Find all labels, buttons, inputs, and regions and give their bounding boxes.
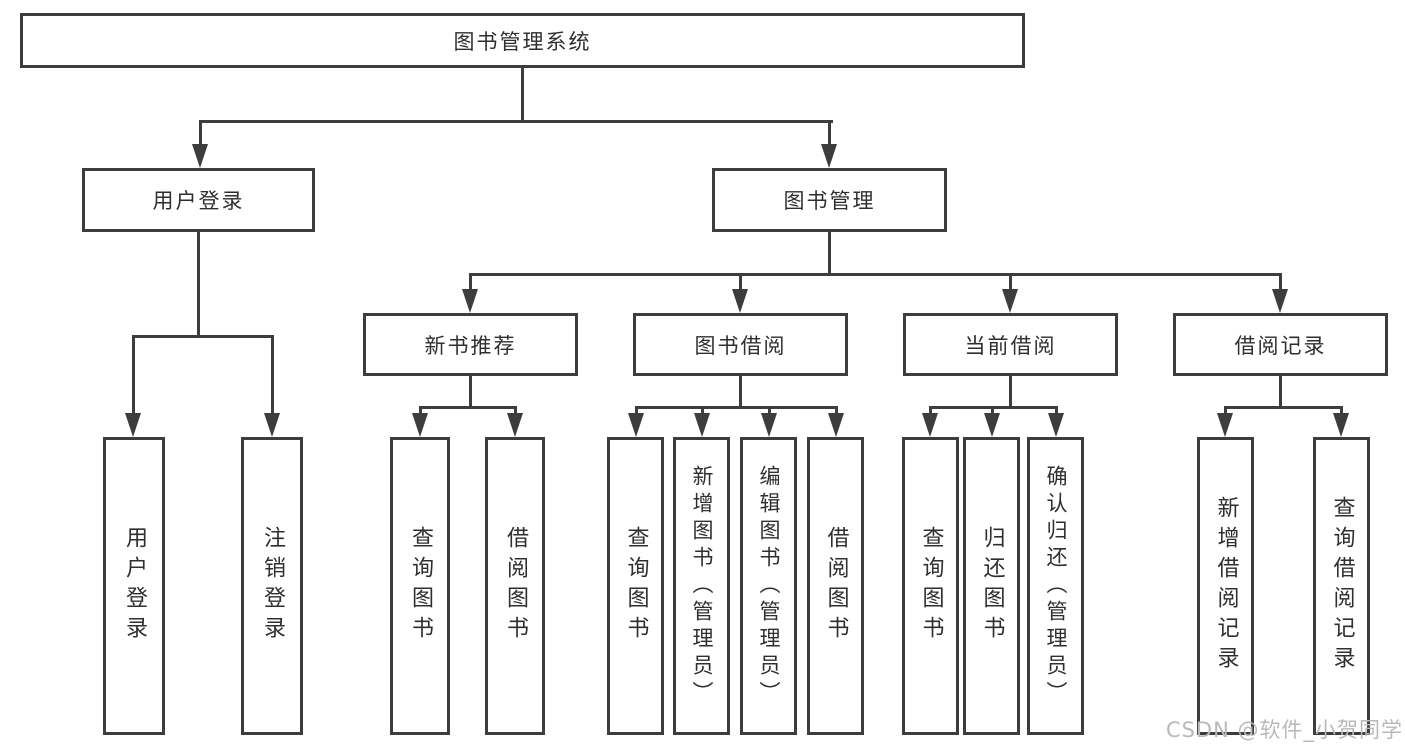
connector-line — [739, 273, 742, 293]
node-search-books-borrowing: 查询图书 — [607, 437, 664, 735]
connector-line — [635, 406, 838, 409]
connector-line — [635, 406, 638, 416]
connector-line — [835, 406, 838, 416]
connector-line — [514, 406, 517, 416]
arrow-down-icon — [1002, 289, 1018, 313]
connector-line — [199, 120, 202, 146]
arrow-down-icon — [984, 413, 1000, 437]
connector-line — [828, 120, 831, 146]
connector-line — [768, 406, 771, 416]
node-edit-books-admin: 编辑图书（管理员） — [740, 437, 797, 735]
node-return-books: 归还图书 — [963, 437, 1020, 735]
connector-line — [469, 273, 1282, 276]
connector-line — [521, 68, 524, 120]
arrow-down-icon — [922, 413, 938, 437]
arrow-down-icon — [125, 413, 141, 437]
connector-line — [132, 335, 274, 338]
arrow-down-icon — [1272, 289, 1288, 313]
node-book-borrowing: 图书借阅 — [633, 313, 848, 376]
connector-line — [929, 406, 932, 416]
node-add-books-admin: 新增图书（管理员） — [673, 437, 730, 735]
node-search-books-current: 查询图书 — [902, 437, 959, 735]
node-logout: 注销登录 — [241, 437, 303, 735]
arrow-down-icon — [1048, 413, 1064, 437]
connector-line — [991, 406, 994, 416]
arrow-down-icon — [694, 413, 710, 437]
connector-line — [419, 406, 517, 409]
node-borrow-books-leaf: 借阅图书 — [807, 437, 864, 735]
arrow-down-icon — [732, 289, 748, 313]
arrow-down-icon — [761, 413, 777, 437]
arrow-down-icon — [628, 413, 644, 437]
node-borrowing-records: 借阅记录 — [1173, 313, 1388, 376]
connector-line — [132, 335, 135, 415]
watermark: CSDN @软件_小贺同学 — [1165, 718, 1403, 742]
node-user-login-leaf: 用户登录 — [103, 437, 165, 735]
connector-line — [701, 406, 704, 416]
connector-line — [1009, 376, 1012, 406]
node-library-management-system: 图书管理系统 — [20, 13, 1025, 68]
connector-line — [739, 376, 742, 406]
connector-line — [828, 232, 831, 273]
connector-line — [469, 273, 472, 293]
connector-line — [1340, 406, 1343, 416]
connector-line — [271, 335, 274, 415]
node-new-book-recommendation: 新书推荐 — [363, 313, 578, 376]
connector-line — [469, 376, 472, 406]
connector-line — [419, 406, 422, 416]
arrow-down-icon — [1217, 413, 1233, 437]
node-user-login: 用户登录 — [82, 168, 315, 232]
arrow-down-icon — [412, 413, 428, 437]
arrow-down-icon — [507, 413, 523, 437]
node-search-books-recommend: 查询图书 — [390, 437, 450, 735]
node-add-borrow-record: 新增借阅记录 — [1197, 437, 1254, 735]
node-borrow-books-recommend: 借阅图书 — [485, 437, 545, 735]
connector-line — [1279, 273, 1282, 293]
connector-line — [1009, 273, 1012, 293]
connector-line — [1224, 406, 1227, 416]
connector-line — [1279, 376, 1282, 406]
node-confirm-return-admin: 确认归还（管理员） — [1027, 437, 1084, 735]
arrow-down-icon — [821, 144, 837, 168]
arrow-down-icon — [264, 413, 280, 437]
arrow-down-icon — [1333, 413, 1349, 437]
arrow-down-icon — [828, 413, 844, 437]
connector-line — [199, 120, 833, 123]
node-current-borrowing: 当前借阅 — [903, 313, 1118, 376]
node-book-management: 图书管理 — [712, 168, 947, 232]
node-search-borrow-record: 查询借阅记录 — [1313, 437, 1370, 735]
connector-line — [1224, 406, 1343, 409]
arrow-down-icon — [462, 289, 478, 313]
arrow-down-icon — [192, 144, 208, 168]
connector-line — [1055, 406, 1058, 416]
connector-line — [197, 232, 200, 335]
